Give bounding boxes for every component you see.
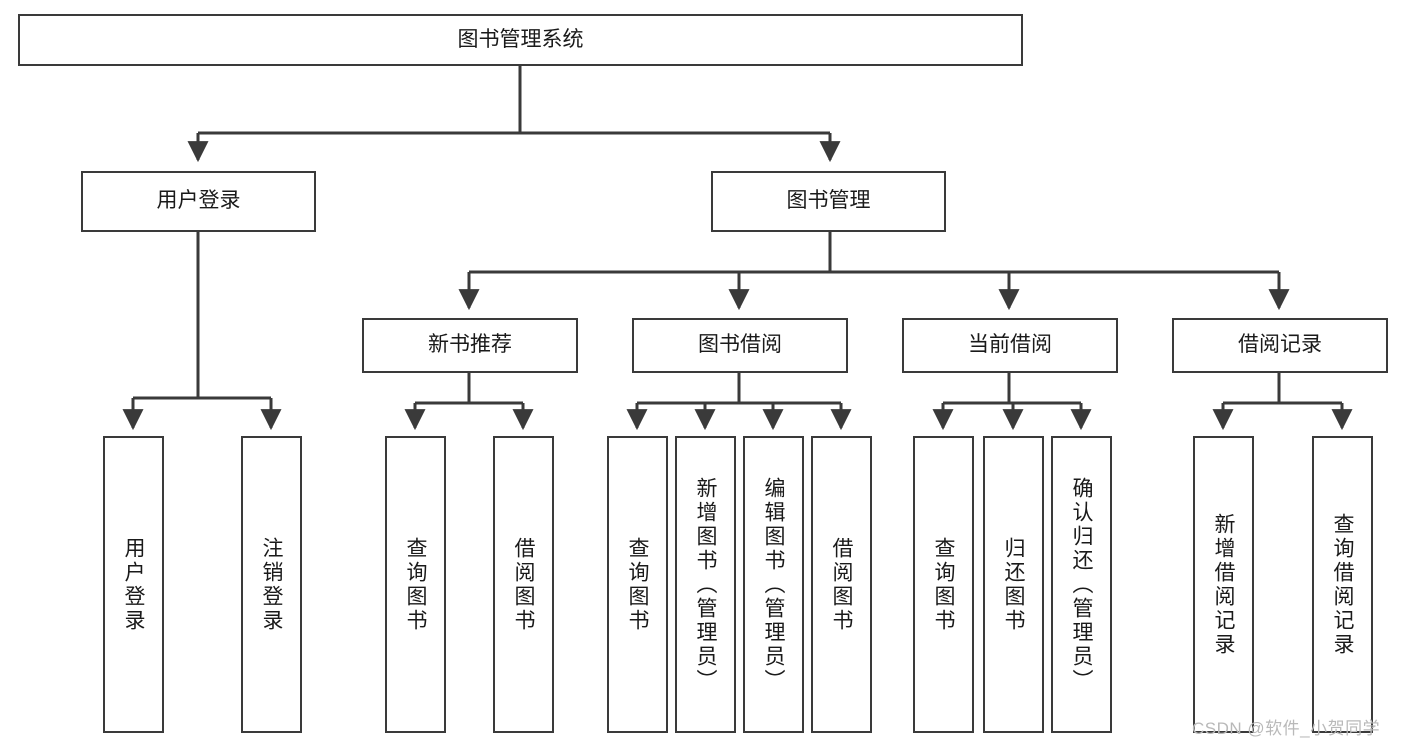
leaf-user-login[interactable]: 用户登录 [103,436,164,733]
leaf-query-borrow-record[interactable]: 查询借阅记录 [1312,436,1373,733]
node-label: 查询借阅记录 [1331,512,1354,657]
leaf-add-borrow-record[interactable]: 新增借阅记录 [1193,436,1254,733]
node-label: 借阅图书 [512,536,535,633]
node-book-borrow[interactable]: 图书借阅 [632,318,848,373]
node-label: 图书管理 [786,189,871,213]
node-root-book-management-system[interactable]: 图书管理系统 [18,14,1023,66]
node-label: 查询图书 [932,536,955,633]
node-label: 确认归还（管理员） [1070,476,1093,693]
node-label: 图书管理系统 [457,27,584,51]
leaf-query-book-borrow[interactable]: 查询图书 [607,436,668,733]
node-borrow-record[interactable]: 借阅记录 [1172,318,1388,373]
node-new-book-recommend[interactable]: 新书推荐 [362,318,578,373]
node-label: 借阅图书 [830,536,853,633]
node-label: 当前借阅 [968,333,1052,357]
node-book-management[interactable]: 图书管理 [711,171,946,232]
node-label: 新书推荐 [428,333,512,357]
node-label: 查询图书 [626,536,649,633]
node-label: 借阅记录 [1238,333,1322,357]
node-label: 查询图书 [404,536,427,633]
leaf-return-book[interactable]: 归还图书 [983,436,1044,733]
node-label: 用户登录 [122,536,145,633]
leaf-edit-book-admin[interactable]: 编辑图书（管理员） [743,436,804,733]
leaf-borrow-book[interactable]: 借阅图书 [811,436,872,733]
node-label: 用户登录 [156,189,241,213]
leaf-borrow-book-recommend[interactable]: 借阅图书 [493,436,554,733]
leaf-confirm-return-admin[interactable]: 确认归还（管理员） [1051,436,1112,733]
leaf-query-book-recommend[interactable]: 查询图书 [385,436,446,733]
node-label: 图书借阅 [698,333,782,357]
csdn-watermark: CSDN @软件_小贺同学 [1192,719,1381,738]
node-label: 新增借阅记录 [1212,512,1235,657]
leaf-add-book-admin[interactable]: 新增图书（管理员） [675,436,736,733]
node-current-borrow[interactable]: 当前借阅 [902,318,1118,373]
node-label: 归还图书 [1002,536,1025,633]
leaf-logout[interactable]: 注销登录 [241,436,302,733]
node-label: 注销登录 [260,536,283,633]
node-label: 编辑图书（管理员） [762,476,785,693]
node-user-login[interactable]: 用户登录 [81,171,316,232]
leaf-query-book-current[interactable]: 查询图书 [913,436,974,733]
node-label: 新增图书（管理员） [694,476,717,693]
